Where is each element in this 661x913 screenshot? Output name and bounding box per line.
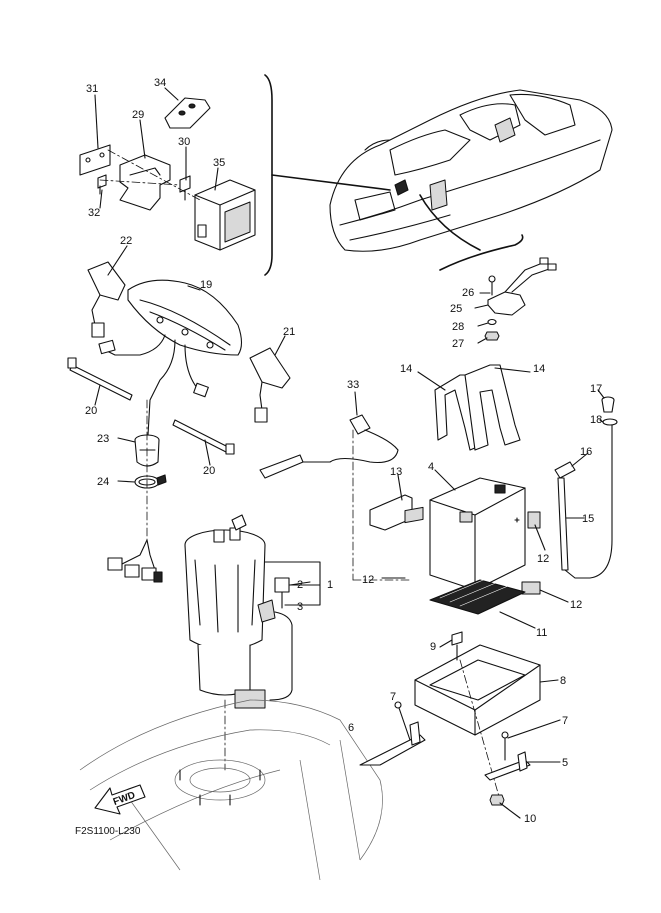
part-20-cable-tie — [67, 357, 133, 401]
part-7b-bolt — [501, 731, 509, 761]
callout-32: 32 — [88, 207, 100, 219]
part-27-nut — [484, 331, 500, 341]
part-12-pad — [404, 506, 424, 524]
part-12c-pad — [521, 581, 541, 595]
callout-12-right: 12 — [570, 599, 582, 611]
leader-to-craft — [271, 174, 391, 191]
hull-ghost-outline — [79, 699, 383, 881]
callout-11: 11 — [536, 627, 547, 639]
callout-8: 8 — [560, 675, 566, 687]
callout-18: 18 — [590, 414, 602, 426]
part-31-bracket-plate — [79, 144, 111, 176]
part-20b-cable-tie — [172, 419, 235, 455]
part-21-switch — [249, 347, 291, 423]
part-35-receiver-box — [194, 179, 256, 251]
callout-16: 16 — [580, 446, 592, 458]
callout-30: 30 — [178, 136, 190, 148]
part-15-vent-hose — [557, 421, 613, 579]
callout-12-left: 12 — [362, 574, 374, 586]
fwd-arrow-icon: FWD — [94, 784, 146, 815]
callout-27: 27 — [452, 338, 464, 350]
part-12b-pad — [527, 511, 541, 529]
callout-20-right: 20 — [203, 465, 215, 477]
part-4-battery — [429, 477, 526, 591]
part-30-screw — [179, 175, 191, 201]
leader-lines — [94, 87, 605, 819]
callout-13: 13 — [390, 466, 402, 478]
part-34-remote-fob — [164, 97, 211, 129]
callout-29: 29 — [132, 109, 144, 121]
watercraft-outline — [329, 89, 613, 252]
callout-14-left: 14 — [400, 363, 412, 375]
part-32-bolt — [97, 174, 107, 195]
part-33-sensor-lead — [259, 414, 399, 479]
part-10-nut — [489, 794, 505, 806]
part-11-mat — [429, 577, 526, 615]
callout-7-right: 7 — [562, 715, 568, 727]
callout-17: 17 — [590, 383, 602, 395]
part-24-clamp — [134, 474, 167, 489]
part-26-bolt — [488, 275, 496, 296]
callout-33: 33 — [347, 379, 359, 391]
part-14b-battery-band — [464, 364, 521, 451]
diagram-code: F2S1100-L230 — [75, 826, 141, 837]
callout-14-right: 14 — [533, 363, 545, 375]
callout-21: 21 — [283, 326, 295, 338]
part-16-clip — [554, 461, 576, 479]
callout-6: 6 — [348, 722, 354, 734]
divider-bracket — [264, 74, 273, 276]
callout-7-left: 7 — [390, 691, 396, 703]
callout-1: 1 — [327, 579, 333, 591]
part-2-connector — [274, 577, 290, 609]
callout-9: 9 — [430, 641, 436, 653]
meter-harness — [104, 334, 166, 356]
callout-25: 25 — [450, 303, 462, 315]
part-6-stay — [359, 721, 426, 766]
callout-22: 22 — [120, 235, 132, 247]
part-1-fuel-pump — [184, 514, 266, 696]
part-18-clamp — [602, 418, 618, 426]
callout-4: 4 — [428, 461, 434, 473]
svg-text:FWD: FWD — [112, 790, 137, 808]
leader-to-sensor — [419, 194, 481, 251]
part-22-switch — [87, 261, 126, 338]
callout-3: 3 — [297, 601, 303, 613]
callout-34: 34 — [154, 77, 166, 89]
callout-10: 10 — [524, 813, 536, 825]
callout-12-mid: 12 — [537, 553, 549, 565]
callout-15: 15 — [582, 513, 594, 525]
part-3-filter — [234, 599, 293, 709]
part-5-stay — [484, 751, 531, 781]
part-17-breather — [601, 396, 615, 413]
callout-23: 23 — [97, 433, 109, 445]
part-7-bolt — [394, 701, 411, 741]
callout-5: 5 — [562, 757, 568, 769]
part-9-bolt — [451, 631, 463, 661]
part-25-sensor — [487, 257, 557, 316]
callout-19: 19 — [200, 279, 212, 291]
detail-bracket — [439, 234, 524, 271]
callout-28: 28 — [452, 321, 464, 333]
part-28-washer — [487, 318, 497, 326]
callout-24: 24 — [97, 476, 109, 488]
callout-20-left: 20 — [85, 405, 97, 417]
part-19-meter — [127, 279, 243, 356]
callout-31: 31 — [86, 83, 98, 95]
harness-connectors — [107, 539, 163, 583]
part-8-battery-box — [414, 644, 541, 736]
callout-26: 26 — [462, 287, 474, 299]
callout-2: 2 — [297, 579, 303, 591]
callout-35: 35 — [213, 157, 225, 169]
